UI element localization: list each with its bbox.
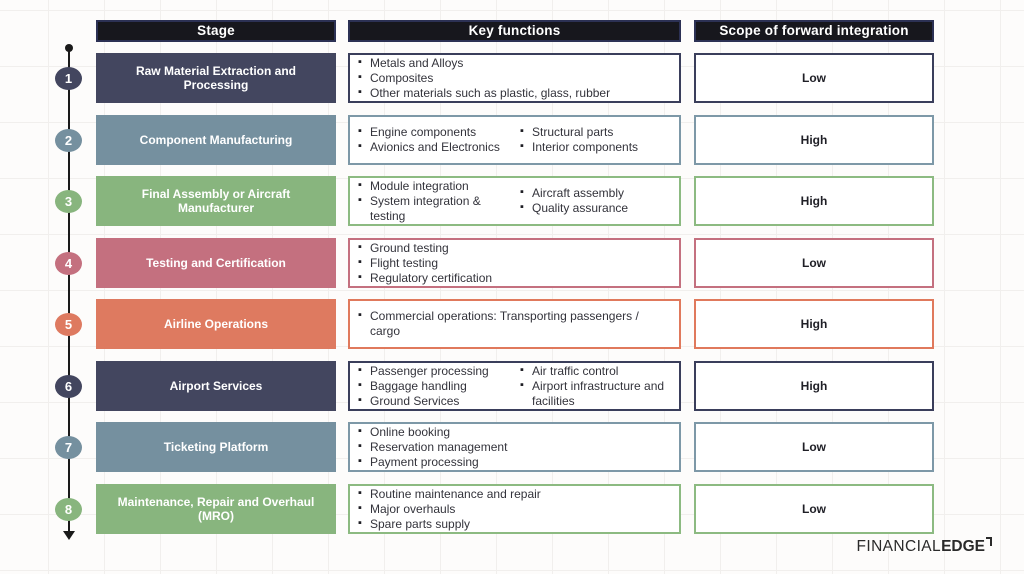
functions-cell: Module integrationSystem integration & t… xyxy=(348,176,681,226)
scope-cell: Low xyxy=(694,422,934,472)
timeline-arrow-down-icon xyxy=(63,531,75,540)
function-item: Interior components xyxy=(520,139,671,155)
function-item: Commercial operations: Transporting pass… xyxy=(358,308,671,339)
function-item: Airport infrastructure and facilities xyxy=(520,378,671,409)
function-item: Ground testing xyxy=(358,240,671,256)
timeline-line xyxy=(68,47,70,532)
scope-cell: High xyxy=(694,115,934,165)
functions-list: Engine componentsAvionics and Electronic… xyxy=(358,124,508,155)
step-circle: 2 xyxy=(55,129,82,152)
function-item: Spare parts supply xyxy=(358,516,671,532)
functions-cell: Routine maintenance and repairMajor over… xyxy=(348,484,681,534)
functions-list: Structural partsInterior components xyxy=(520,124,671,155)
column-header-scope: Scope of forward integration xyxy=(694,20,934,42)
column-header-stage: Stage xyxy=(96,20,336,42)
step-circle: 6 xyxy=(55,375,82,398)
function-item: Baggage handling xyxy=(358,378,508,394)
logo-text-edge: EDGE xyxy=(941,538,985,555)
functions-cell: Passenger processingBaggage handlingGrou… xyxy=(348,361,681,411)
logo-corner-mark-icon xyxy=(986,537,992,546)
function-item: Passenger processing xyxy=(358,363,508,379)
functions-list: Air traffic controlAirport infrastructur… xyxy=(520,363,671,409)
functions-cell: Online bookingReservation managementPaym… xyxy=(348,422,681,472)
step-circle: 4 xyxy=(55,252,82,275)
functions-list: Commercial operations: Transporting pass… xyxy=(358,308,671,339)
functions-list: Aircraft assemblyQuality assurance xyxy=(520,185,671,216)
function-item: Regulatory certification xyxy=(358,270,671,286)
functions-list: Online bookingReservation managementPaym… xyxy=(358,424,671,470)
stage-cell: Airline Operations xyxy=(96,299,336,349)
scope-cell: Low xyxy=(694,238,934,288)
logo-text-financial: FINANCIAL xyxy=(856,538,942,555)
stage-cell: Raw Material Extraction and Processing xyxy=(96,53,336,103)
stage-cell: Airport Services xyxy=(96,361,336,411)
function-item: Quality assurance xyxy=(520,200,671,216)
function-item: Reservation management xyxy=(358,439,671,455)
stage-cell: Testing and Certification xyxy=(96,238,336,288)
financial-edge-logo: FINANCIALEDGE xyxy=(856,537,992,556)
function-item: Engine components xyxy=(358,124,508,140)
function-item: Aircraft assembly xyxy=(520,185,671,201)
function-item: Structural parts xyxy=(520,124,671,140)
step-circle: 1 xyxy=(55,67,82,90)
functions-cell: Commercial operations: Transporting pass… xyxy=(348,299,681,349)
function-item: Module integration xyxy=(358,178,508,194)
function-item: Routine maintenance and repair xyxy=(358,486,671,502)
functions-cell: Ground testingFlight testingRegulatory c… xyxy=(348,238,681,288)
scope-cell: High xyxy=(694,299,934,349)
functions-list: Module integrationSystem integration & t… xyxy=(358,178,508,224)
function-item: Avionics and Electronics xyxy=(358,139,508,155)
functions-cell: Engine componentsAvionics and Electronic… xyxy=(348,115,681,165)
stage-cell: Maintenance, Repair and Overhaul (MRO) xyxy=(96,484,336,534)
scope-cell: Low xyxy=(694,53,934,103)
function-item: Payment processing xyxy=(358,454,671,470)
function-item: Flight testing xyxy=(358,255,671,271)
stage-cell: Ticketing Platform xyxy=(96,422,336,472)
step-circle: 3 xyxy=(55,190,82,213)
functions-list: Routine maintenance and repairMajor over… xyxy=(358,486,671,532)
functions-list: Metals and AlloysCompositesOther materia… xyxy=(358,55,671,101)
step-circle: 8 xyxy=(55,498,82,521)
scope-cell: Low xyxy=(694,484,934,534)
function-item: Composites xyxy=(358,70,671,86)
function-item: Air traffic control xyxy=(520,363,671,379)
functions-list: Passenger processingBaggage handlingGrou… xyxy=(358,363,508,409)
column-header-key-functions: Key functions xyxy=(348,20,681,42)
function-item: Metals and Alloys xyxy=(358,55,671,71)
stage-cell: Final Assembly or Aircraft Manufacturer xyxy=(96,176,336,226)
function-item: Online booking xyxy=(358,424,671,440)
function-item: Other materials such as plastic, glass, … xyxy=(358,85,671,101)
stage-cell: Component Manufacturing xyxy=(96,115,336,165)
step-circle: 5 xyxy=(55,313,82,336)
function-item: Major overhauls xyxy=(358,501,671,517)
functions-list: Ground testingFlight testingRegulatory c… xyxy=(358,240,671,286)
scope-cell: High xyxy=(694,176,934,226)
function-item: System integration & testing xyxy=(358,193,508,224)
function-item: Ground Services xyxy=(358,393,508,409)
step-circle: 7 xyxy=(55,436,82,459)
scope-cell: High xyxy=(694,361,934,411)
functions-cell: Metals and AlloysCompositesOther materia… xyxy=(348,53,681,103)
